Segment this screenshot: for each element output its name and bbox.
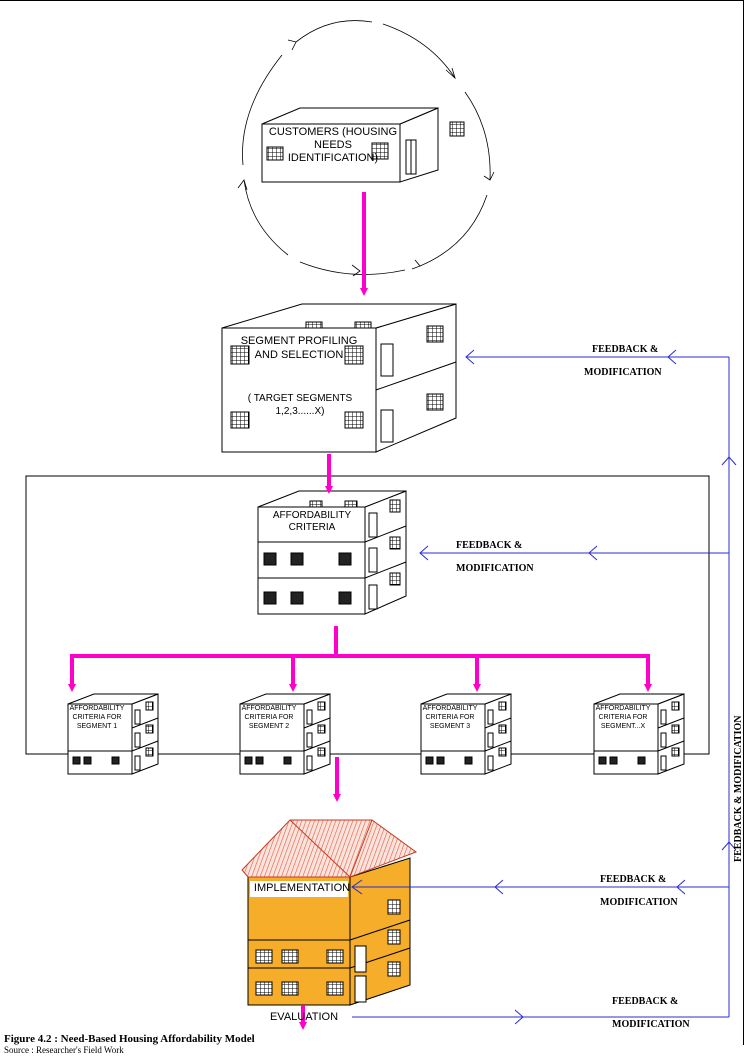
feedback-top-1: FEEDBACK & (592, 344, 659, 355)
figure-caption: Figure 4.2 : Need-Based Housing Affordab… (4, 1033, 255, 1045)
affordability-enclosure (25, 475, 710, 755)
segment-x-building (593, 693, 685, 775)
customers-label: CUSTOMERS (HOUSING NEEDS IDENTIFICATION) (268, 126, 398, 164)
customers-building (261, 107, 465, 183)
feedback-bottom-2: MODIFICATION (456, 563, 534, 574)
segment-2-label: AFFORDABILITY CRITERIA FOR SEGMENT 2 (241, 705, 297, 730)
affordability-building (257, 490, 407, 615)
flow-arrows (68, 192, 652, 1030)
implementation-building (241, 819, 418, 1006)
affordability-criteria-label: AFFORDABILITY CRITERIA (272, 510, 352, 533)
feedback-bottom-1: MODIFICATION (584, 367, 662, 378)
feedback-vertical-label: FEEDBACK & MODIFICATION (733, 715, 744, 862)
segment-profiling-label: SEGMENT PROFILING AND SELECTION (240, 335, 358, 361)
feedback-bottom-3: MODIFICATION (600, 897, 678, 908)
segment-1-label: AFFORDABILITY CRITERIA FOR SEGMENT 1 (69, 705, 125, 730)
feedback-lines (351, 349, 737, 1025)
segment-3-building (420, 693, 512, 775)
customer-cycle (237, 20, 495, 277)
segment-2-building (239, 693, 331, 775)
segment-x-label: AFFORDABILITY CRITERIA FOR SEGMENT...X (595, 705, 651, 730)
segment-building (221, 303, 457, 453)
evaluation-label: EVALUATION (269, 1011, 339, 1023)
target-segments-label: ( TARGET SEGMENTS 1,2,3......X) (247, 393, 353, 417)
feedback-top-4: FEEDBACK & (612, 996, 679, 1007)
segment-1-building (67, 693, 159, 775)
feedback-top-2: FEEDBACK & (456, 540, 523, 551)
feedback-top-3: FEEDBACK & (600, 874, 667, 885)
implementation-label: IMPLEMENTATION (253, 882, 351, 894)
feedback-bottom-4: MODIFICATION (612, 1019, 690, 1030)
figure-source: Source : Researcher's Field Work (4, 1045, 124, 1055)
segment-3-label: AFFORDABILITY CRITERIA FOR SEGMENT 3 (422, 705, 478, 730)
